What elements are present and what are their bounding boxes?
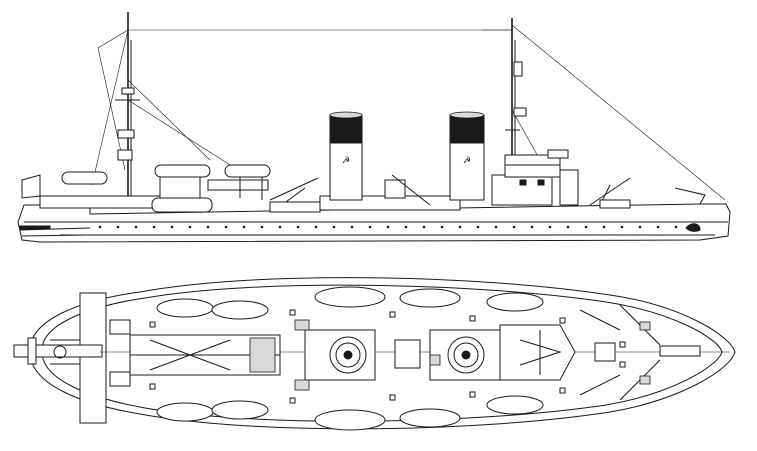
bollard [469, 315, 476, 322]
porthole [98, 225, 102, 229]
porthole [350, 225, 354, 229]
bollard [289, 309, 296, 316]
porthole [674, 225, 678, 229]
deck-bollards [149, 309, 626, 404]
side-profile-view: ☭ ☭ [17, 12, 731, 243]
porthole [134, 225, 138, 229]
hammer-sickle-emblem-fore: ☭ [463, 156, 471, 166]
porthole [188, 225, 192, 229]
funnel-fore: ☭ [449, 111, 485, 201]
porthole [170, 225, 174, 229]
porthole [458, 225, 462, 229]
porthole [386, 225, 390, 229]
deck-plan-view [13, 277, 736, 431]
aft-superstructure [21, 164, 319, 213]
porthole [242, 225, 246, 229]
bollard [149, 383, 156, 390]
stern-platform [13, 292, 107, 424]
bollard [289, 397, 296, 404]
porthole [116, 225, 120, 229]
aft-mast [115, 12, 140, 205]
funnel-aft: ☭ [329, 111, 363, 201]
porthole [566, 225, 570, 229]
bollard [389, 311, 396, 318]
porthole [404, 225, 408, 229]
porthole [296, 225, 300, 229]
hatches [294, 319, 441, 391]
porthole [260, 225, 264, 229]
porthole [530, 225, 534, 229]
bridge-plan [499, 324, 576, 381]
rigging-lines [91, 24, 726, 201]
portholes [98, 225, 678, 229]
hull-plan-outline [29, 277, 736, 430]
porthole [368, 225, 372, 229]
lifeboats-starboard [156, 395, 544, 431]
bollard [619, 361, 626, 368]
porthole [656, 225, 660, 229]
bow-crest [685, 223, 701, 232]
bollard [559, 387, 566, 394]
porthole [332, 225, 336, 229]
bollard [149, 321, 156, 328]
bridge-superstructure [491, 149, 706, 209]
porthole [512, 225, 516, 229]
porthole [314, 225, 318, 229]
lifeboats-port [156, 286, 544, 320]
hull-profile [17, 203, 731, 243]
porthole [422, 225, 426, 229]
porthole [620, 225, 624, 229]
porthole [548, 225, 552, 229]
bollard [469, 391, 476, 398]
midship-deckhouse [269, 174, 461, 213]
fore-mast [505, 18, 527, 165]
porthole [224, 225, 228, 229]
porthole [584, 225, 588, 229]
forward-deck-fittings [579, 304, 701, 401]
porthole [278, 225, 282, 229]
aft-deckhouse-plan [129, 334, 281, 376]
porthole [152, 225, 156, 229]
funnel-plan-aft [304, 329, 376, 381]
bollard [559, 317, 566, 324]
funnel-plan-fore [429, 329, 501, 381]
hammer-sickle-emblem-aft: ☭ [342, 156, 350, 166]
porthole [440, 225, 444, 229]
bollard [389, 394, 396, 401]
bollard [619, 341, 626, 348]
porthole [206, 225, 210, 229]
porthole [494, 225, 498, 229]
stern-fittings [50, 319, 131, 387]
porthole [638, 225, 642, 229]
porthole [476, 225, 480, 229]
porthole [602, 225, 606, 229]
